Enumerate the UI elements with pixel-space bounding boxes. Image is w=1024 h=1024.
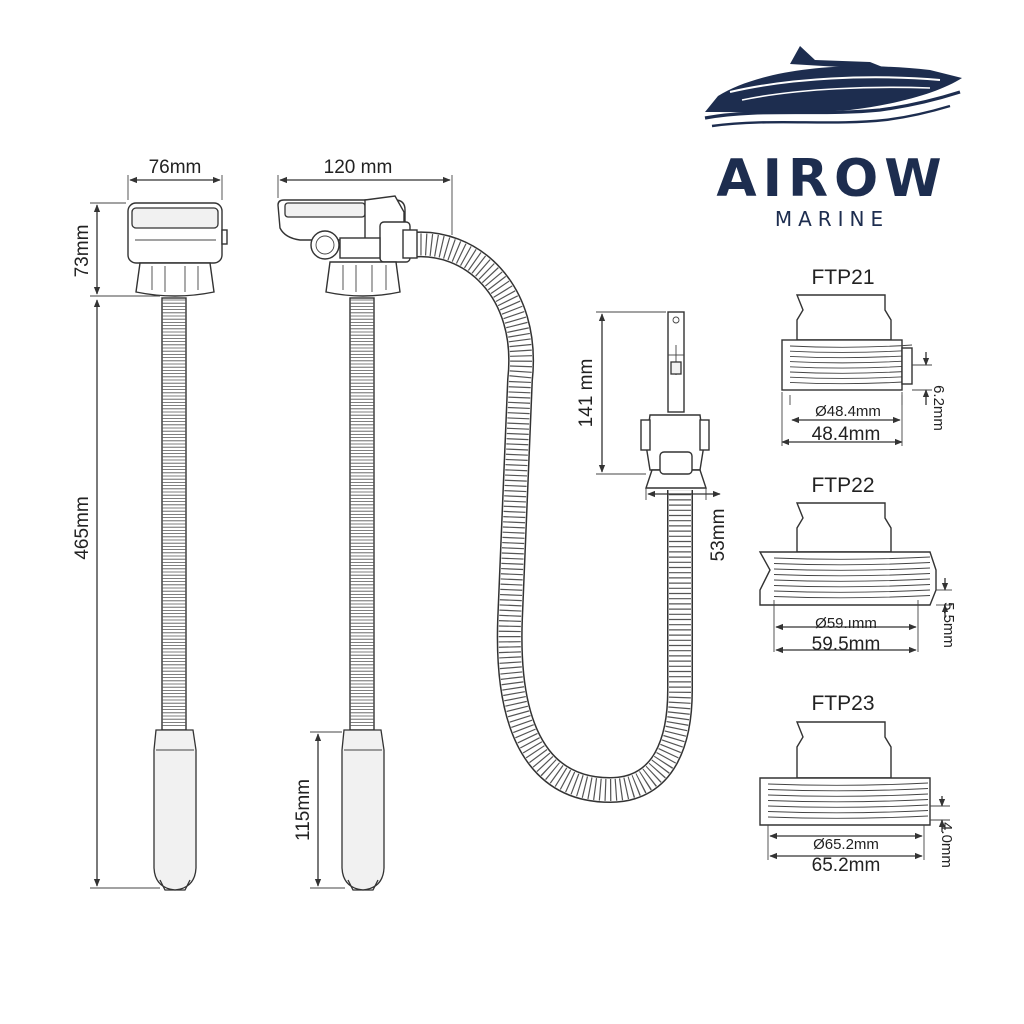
adapter-ftp22-thread-height: 5.5mm bbox=[940, 602, 957, 648]
adapter-ftp22-width: 59.5mm bbox=[812, 634, 881, 655]
hose bbox=[408, 231, 693, 804]
nozzle-width-label: 53mm bbox=[708, 509, 729, 562]
total-length-label: 465mm bbox=[72, 496, 93, 559]
adapter-ftp21: FTP21 Ø48.4mm 48.4mm 6.2mm bbox=[781, 266, 947, 446]
side-width-label: 120 mm bbox=[324, 157, 393, 178]
thread-lines bbox=[767, 782, 929, 819]
adapter-ftp22-inner-dia: Ø59.ımm bbox=[815, 615, 877, 632]
pump-front-view bbox=[127, 202, 228, 891]
side-width-dimension: 120 mm bbox=[277, 157, 453, 235]
pump-width-label: 76mm bbox=[149, 157, 202, 178]
adapter-ftp23-name: FTP23 bbox=[811, 692, 874, 715]
thread-lines bbox=[789, 344, 913, 385]
head-height-dimension: 73mm bbox=[72, 202, 160, 297]
nozzle-length-dimension: 141 mm bbox=[576, 311, 666, 475]
adapter-ftp23: FTP23 Ø65.2mm 65.2mm 4.0mm bbox=[759, 692, 955, 876]
adapter-ftp21-inner-dia: Ø48.4mm bbox=[815, 403, 881, 420]
nozzle bbox=[640, 311, 710, 489]
handle-length-label: 115mm bbox=[293, 779, 314, 841]
adapter-ftp23-width: 65.2mm bbox=[812, 855, 881, 876]
handle-length-dimension: 115mm bbox=[293, 731, 345, 889]
adapter-ftp21-width: 48.4mm bbox=[812, 424, 881, 445]
pump-width-dimension: 76mm bbox=[127, 157, 223, 200]
pump-side-view bbox=[277, 195, 693, 891]
thread-lines bbox=[773, 556, 931, 599]
nozzle-width-dimension: 53mm bbox=[645, 488, 729, 562]
head-height-label: 73mm bbox=[72, 225, 93, 278]
brand-subtitle: MARINE bbox=[775, 207, 889, 231]
adapter-ftp22: FTP22 Ø59.ımm 59.5mm 5.5mm bbox=[758, 474, 957, 655]
adapter-ftp21-thread-height: 6.2mm bbox=[930, 385, 947, 431]
adapter-ftp21-name: FTP21 bbox=[811, 266, 874, 289]
adapter-ftp23-inner-dia: Ø65.2mm bbox=[813, 836, 879, 853]
adapter-ftp22-name: FTP22 bbox=[811, 474, 874, 497]
nozzle-length-label: 141 mm bbox=[576, 359, 597, 428]
boat-logo-icon bbox=[704, 46, 962, 128]
adapter-ftp23-thread-height: 4.0mm bbox=[938, 822, 955, 868]
brand-name: AIROW bbox=[716, 149, 947, 209]
total-length-dimension: 465mm bbox=[72, 299, 160, 889]
